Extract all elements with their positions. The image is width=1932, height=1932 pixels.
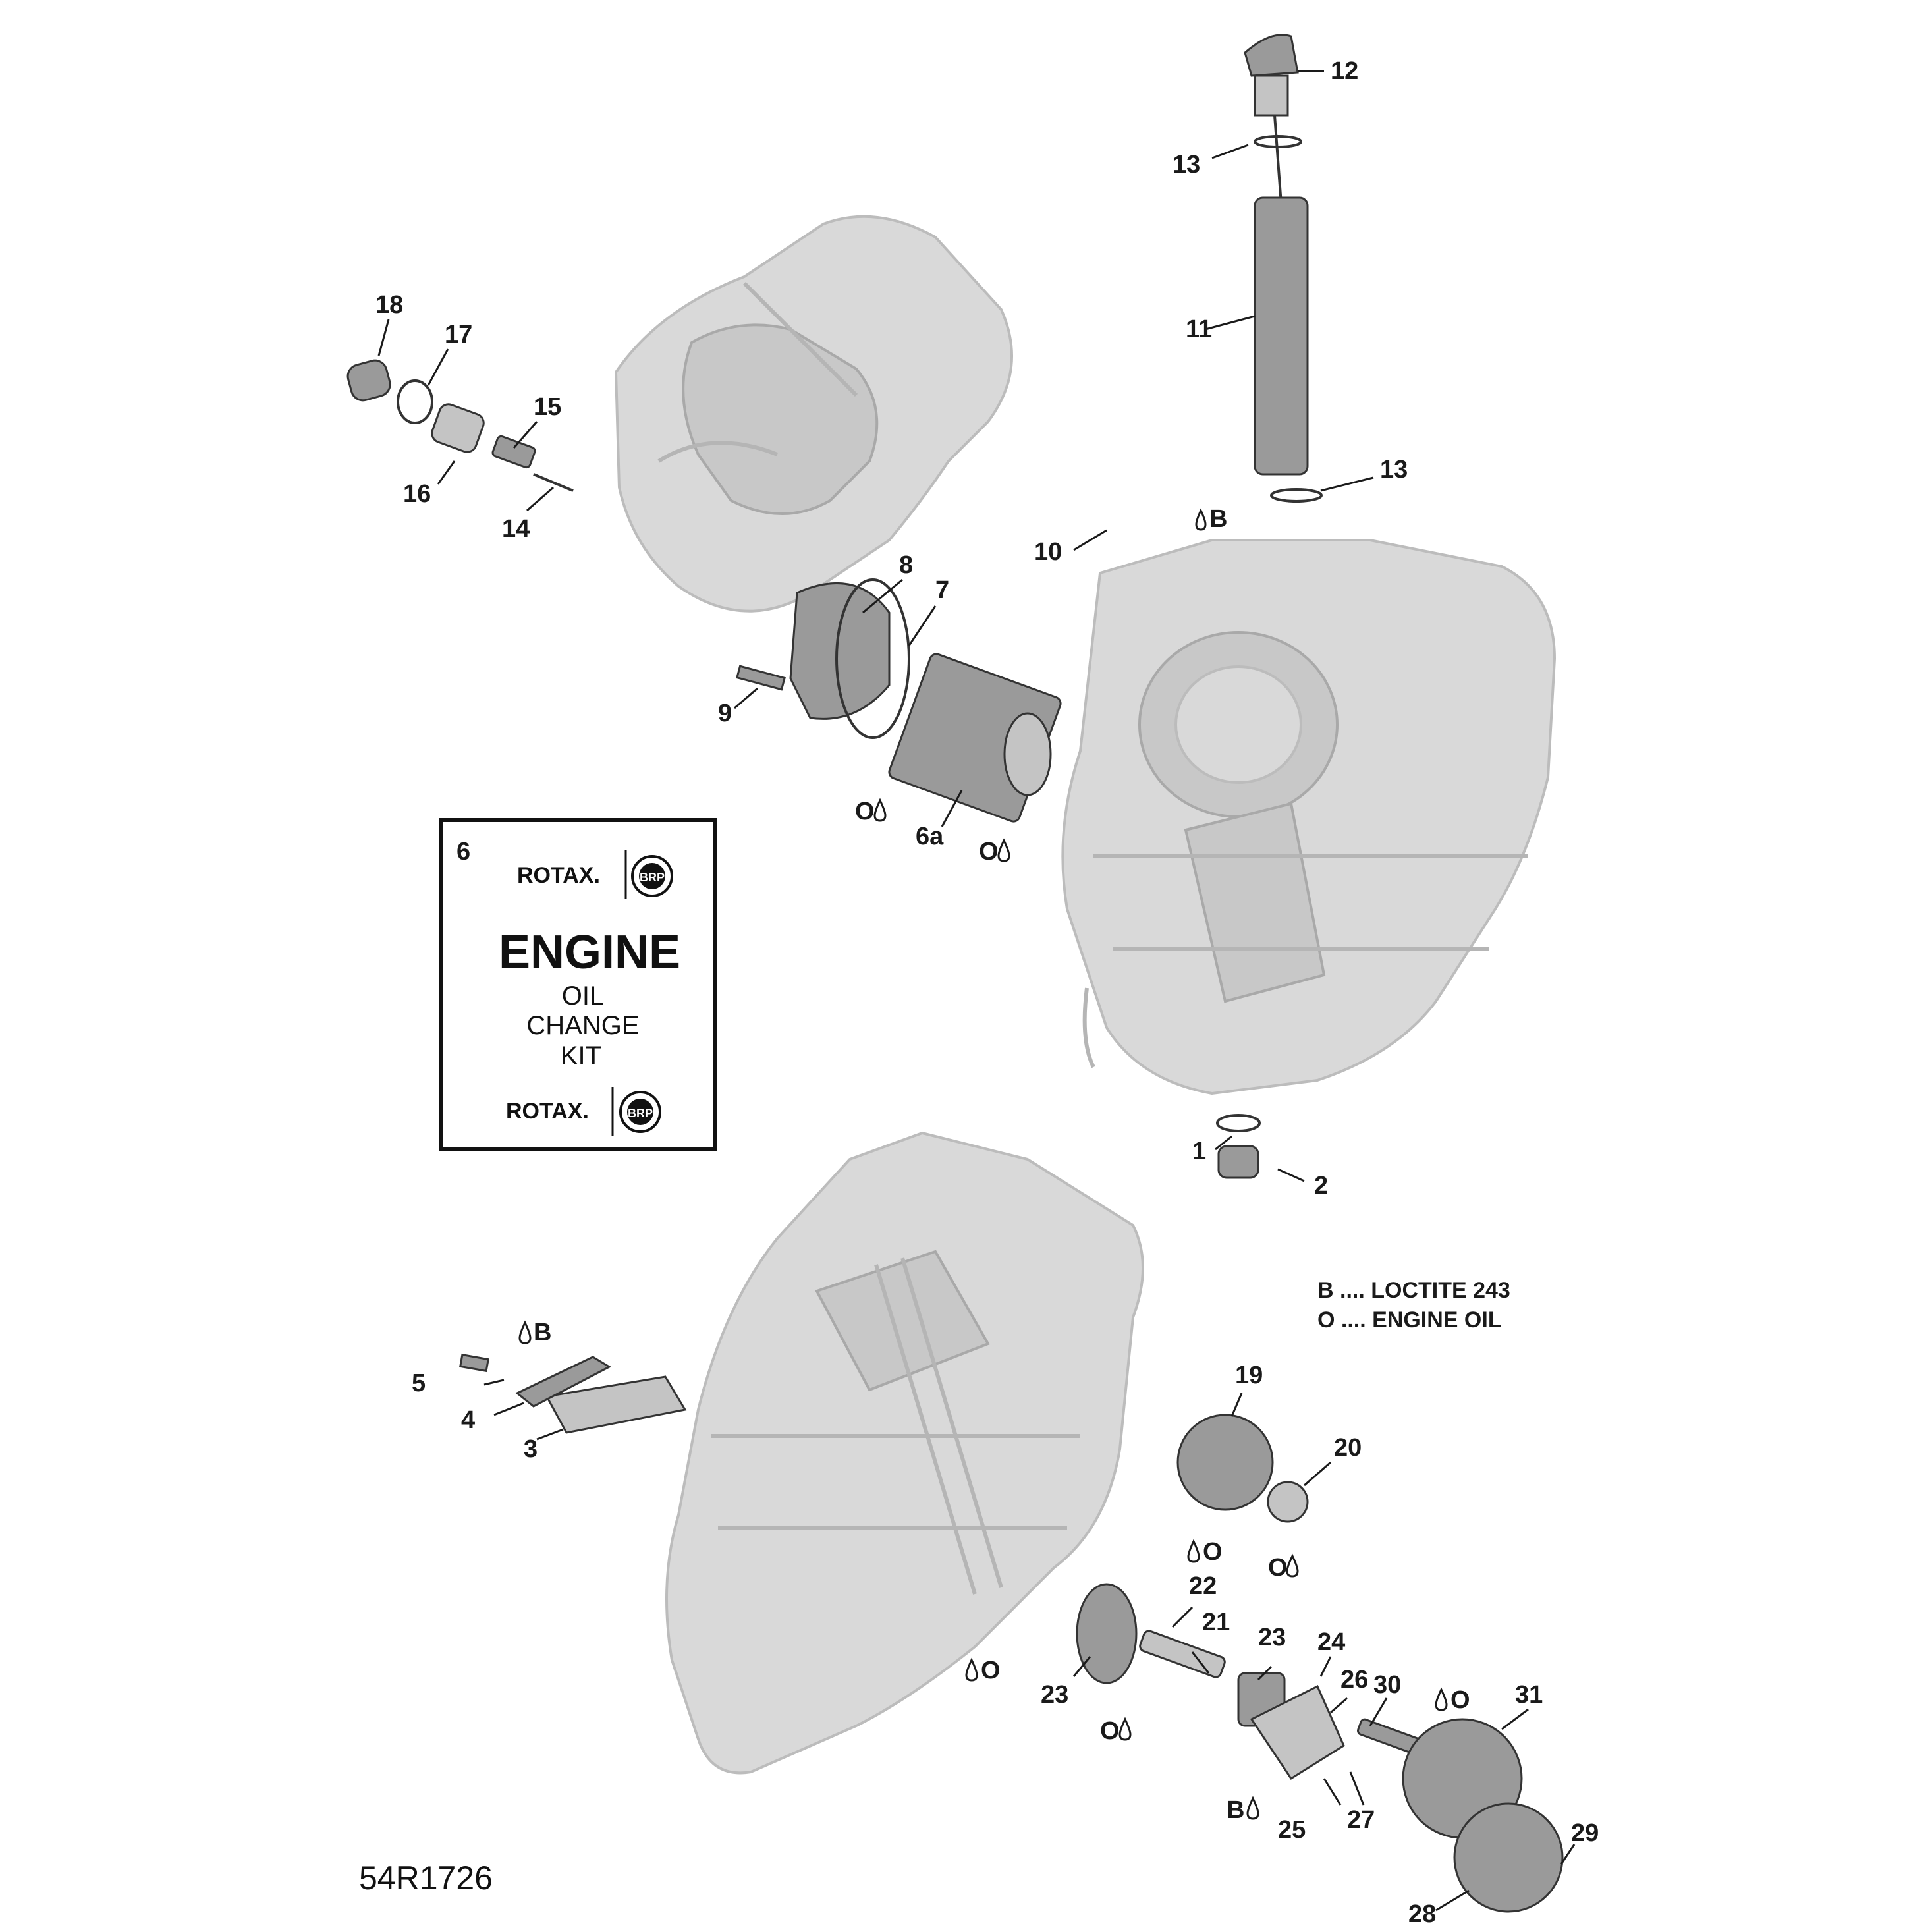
suction-parts: [459, 1353, 687, 1434]
callout-5: 5: [412, 1369, 426, 1397]
legend: B .... LOCTITE 243 O .... ENGINE OIL: [1317, 1278, 1510, 1333]
callout-2: 2: [1314, 1172, 1328, 1200]
brp-badge-icon: BRP: [619, 1091, 661, 1133]
drop-icon: [1246, 1796, 1259, 1820]
callout-9: 9: [718, 700, 732, 727]
svg-text:O: O: [981, 1657, 1001, 1684]
callouts: 12 13 11 13 10 18 17 15 16 14 8 7 9 6a 1…: [375, 57, 1599, 1928]
svg-text:B: B: [1227, 1796, 1244, 1824]
callout-25: 25: [1278, 1816, 1306, 1844]
callout-1: 1: [1192, 1138, 1206, 1165]
callout-12: 12: [1331, 57, 1358, 85]
kit-line-oil: OIL: [562, 981, 604, 1010]
svg-text:BRP: BRP: [628, 1107, 653, 1120]
callout-26: 26: [1340, 1666, 1368, 1694]
crankcase-right-ghost: [1061, 539, 1557, 1095]
svg-text:B: B: [1209, 505, 1227, 533]
svg-text:O: O: [1268, 1554, 1288, 1582]
callout-30: 30: [1373, 1671, 1401, 1699]
oil-change-kit-box: 6 ROTAX. BRP ENGINE OIL CHANGE KIT ROTAX…: [439, 818, 717, 1151]
callout-28: 28: [1408, 1900, 1436, 1928]
callout-31: 31: [1515, 1681, 1543, 1709]
loctite-marker-10: B: [1195, 505, 1227, 533]
callout-21: 21: [1202, 1609, 1230, 1636]
callout-15: 15: [534, 393, 561, 421]
kit-title: ENGINE: [499, 926, 680, 979]
relief-valve-parts: [346, 359, 574, 492]
legend-loctite: B .... LOCTITE 243: [1317, 1278, 1510, 1303]
kit-brand-bottom: ROTAX.: [506, 1099, 589, 1124]
callout-29: 29: [1571, 1819, 1599, 1847]
upper-cover-ghost: [614, 215, 1013, 613]
svg-text:O: O: [1450, 1686, 1470, 1714]
callout-7: 7: [935, 576, 949, 604]
loctite-marker-25: B: [1227, 1796, 1259, 1824]
callout-23-left: 23: [1041, 1681, 1068, 1709]
callout-4: 4: [461, 1406, 475, 1434]
kit-line-kit: KIT: [561, 1041, 601, 1070]
svg-text:O: O: [1100, 1717, 1120, 1745]
legend-engine-oil: O .... ENGINE OIL: [1317, 1308, 1502, 1333]
drop-icon: [997, 838, 1010, 862]
drop-icon: [1435, 1687, 1448, 1711]
drop-icon: [1195, 508, 1207, 531]
dipstick-assembly: [1244, 34, 1323, 503]
kit-number: 6: [456, 838, 470, 866]
drop-icon: [873, 798, 887, 822]
svg-text:BRP: BRP: [640, 871, 665, 884]
drop-icon: [518, 1320, 532, 1344]
oil-marker-19: O: [1187, 1538, 1223, 1566]
callout-18: 18: [375, 291, 403, 319]
symbol-markers: B O O B O O O O: [518, 505, 1470, 1824]
svg-text:O: O: [855, 798, 875, 825]
callout-10: 10: [1034, 538, 1062, 566]
callout-23-right: 23: [1258, 1624, 1286, 1651]
callout-14: 14: [502, 515, 530, 543]
callout-19: 19: [1235, 1362, 1263, 1389]
illustration-reference-code: 54R1726: [359, 1860, 493, 1896]
callout-13-top: 13: [1173, 151, 1200, 179]
svg-text:B: B: [534, 1319, 551, 1346]
leader-lines: [377, 70, 1576, 1912]
oil-pump-parts: [1076, 1414, 1564, 1913]
oil-marker-30: O: [1435, 1686, 1470, 1714]
kit-line-change: CHANGE: [526, 1011, 639, 1040]
drain-plug-parts: [1216, 1114, 1261, 1179]
oil-marker-6a: O: [979, 838, 1010, 866]
drop-icon: [1118, 1717, 1132, 1741]
oil-marker-7: O: [855, 798, 887, 825]
oil-filter-assembly: [736, 578, 1062, 823]
callout-27: 27: [1347, 1806, 1375, 1834]
callout-3: 3: [524, 1435, 538, 1463]
brp-badge-icon: BRP: [631, 855, 673, 897]
callout-13-bottom: 13: [1380, 456, 1408, 483]
drop-icon: [1286, 1553, 1299, 1578]
svg-text:O: O: [1203, 1538, 1223, 1566]
loctite-marker-5: B: [518, 1319, 551, 1346]
callout-8: 8: [899, 551, 913, 579]
oil-marker-20: O: [1268, 1553, 1299, 1582]
callout-17: 17: [445, 321, 472, 348]
callout-11: 11: [1186, 316, 1212, 343]
kit-brand-top: ROTAX.: [517, 863, 600, 888]
drop-icon: [1187, 1539, 1200, 1563]
oil-marker-pump: O: [1100, 1717, 1132, 1745]
crankcase-left-ghost: [665, 1131, 1144, 1775]
callout-6a: 6a: [916, 823, 944, 850]
callout-22: 22: [1189, 1572, 1217, 1600]
svg-text:O: O: [979, 838, 999, 866]
oil-marker-crankcase: O: [965, 1657, 1001, 1684]
callout-16: 16: [403, 480, 431, 508]
callout-20: 20: [1334, 1434, 1362, 1462]
drop-icon: [965, 1657, 978, 1682]
callout-24: 24: [1317, 1628, 1345, 1656]
